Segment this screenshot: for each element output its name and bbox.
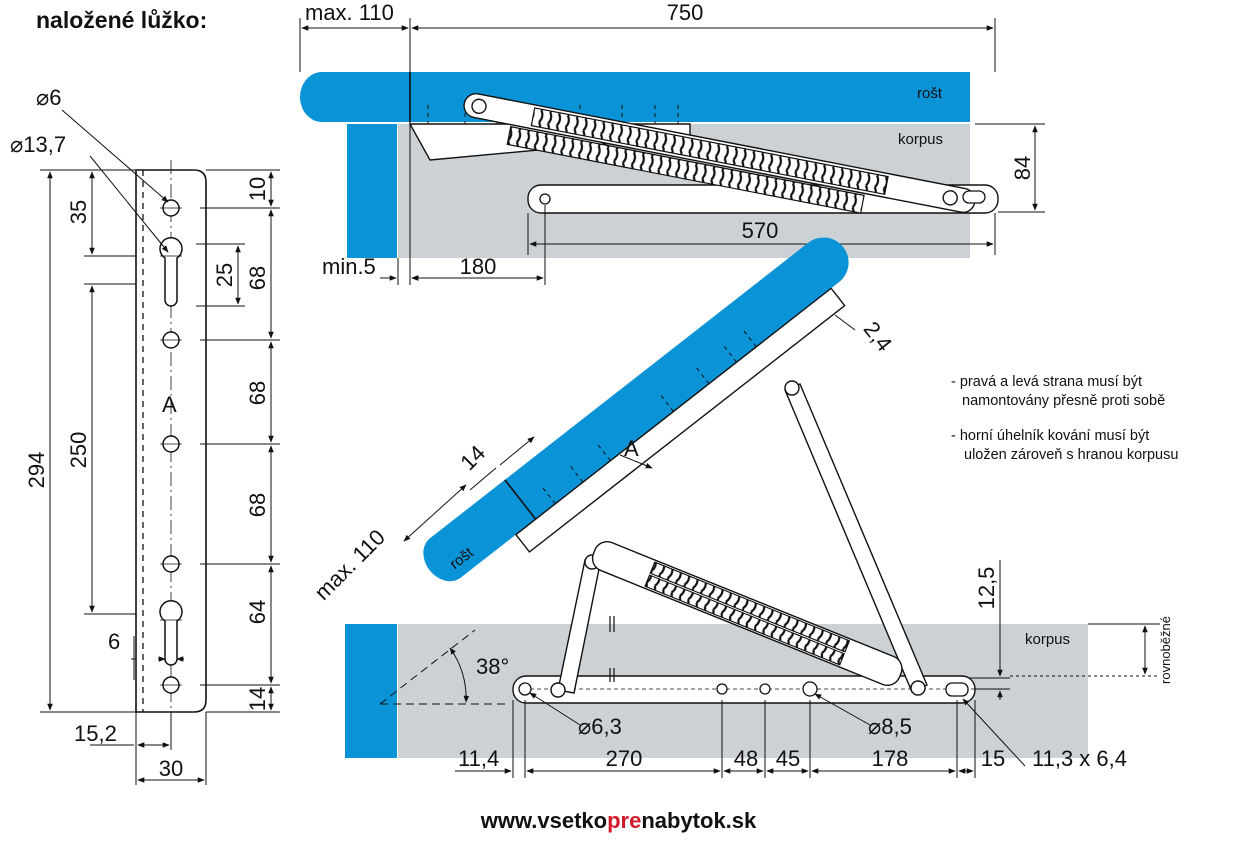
heading: naložené lůžko: [36, 7, 207, 33]
footer-url-highlight: pre [607, 808, 642, 833]
dim-hole-6-3: ⌀6,3 [578, 714, 622, 739]
dim-48: 48 [734, 746, 758, 771]
dim-14: 14 [245, 687, 270, 711]
open-position-drawing: korpus rošt [309, 237, 1173, 778]
dim-64: 64 [245, 600, 270, 624]
dim-15: 15 [981, 746, 1005, 771]
dim-270: 270 [606, 746, 643, 771]
dim-15-2: 15,2 [74, 721, 117, 746]
dim-max110-bottom: max. 110 [309, 524, 390, 605]
korpus-label-top: korpus [898, 131, 943, 148]
dim-68-b: 68 [245, 381, 270, 405]
dim-25: 25 [212, 263, 237, 287]
dim-2-4: 2,4 [859, 317, 898, 356]
dim-12-5: 12,5 [974, 567, 999, 610]
note-line-2: namontovány přesně proti sobě [962, 393, 1165, 409]
dim-68-c: 68 [245, 493, 270, 517]
korpus-side-bottom [345, 624, 397, 758]
korpus-label-bottom: korpus [1025, 631, 1070, 648]
dim-30: 30 [159, 756, 183, 781]
rost-top [300, 72, 970, 122]
rost-label-top: rošt [917, 85, 943, 102]
dim-84: 84 [1010, 156, 1035, 180]
rail-hole-4 [802, 681, 818, 697]
footer-url-start: www.vsetko [480, 808, 608, 833]
rost-bottom [423, 237, 849, 582]
dim-180: 180 [460, 254, 497, 279]
dim-750: 750 [667, 0, 704, 25]
dim-570: 570 [742, 218, 779, 243]
mounting-plate-drawing: A ⌀6 ⌀13,7 [10, 85, 280, 785]
rail-slot [945, 682, 969, 697]
dim-min5: min.5 [322, 254, 376, 279]
dim-hole-6: ⌀6 [36, 85, 61, 110]
dim-11-4: 11,4 [458, 746, 499, 771]
dim-10: 10 [245, 177, 270, 201]
dim-slot: 11,3 x 6,4 [1032, 746, 1127, 771]
dim-35: 35 [66, 200, 91, 224]
korpus-side-top [347, 124, 397, 258]
dim-45: 45 [776, 746, 800, 771]
rail-hole-1 [518, 682, 532, 696]
rail-hole-2 [716, 683, 728, 695]
dim-6: 6 [108, 629, 120, 654]
note-line-3: - horní úhelník kování musí být [951, 428, 1149, 444]
installation-notes: - pravá a levá strana musí být namontová… [951, 374, 1178, 463]
dim-68-a: 68 [245, 266, 270, 290]
plate-keyhole-lower [159, 600, 183, 666]
dim-hole-13-7: ⌀13,7 [10, 132, 66, 157]
plate-keyhole-upper [159, 237, 183, 307]
closed-position-drawing: rošt korpus [299, 0, 1045, 285]
plate-letter: A [162, 392, 177, 417]
rail-hole-3 [759, 683, 771, 695]
dim-angle-38: 38° [476, 654, 509, 679]
arrow-letter: A [624, 436, 639, 461]
note-line-1: - pravá a levá strana musí být [951, 374, 1142, 390]
dim-178: 178 [872, 746, 909, 771]
footer-url-end: nabytok.sk [641, 808, 757, 833]
dim-294: 294 [24, 452, 49, 489]
dim-14-bottom: 14 [455, 440, 490, 475]
rovnobezne-label: rovnoběžné [1158, 616, 1173, 684]
website-footer[interactable]: www.vsetkoprenabytok.sk [0, 808, 1237, 834]
note-line-4: uložen zároveň s hranou korpusu [964, 447, 1178, 463]
dim-250: 250 [66, 432, 91, 469]
dim-hole-8-5: ⌀8,5 [868, 714, 912, 739]
dim-max110-top: max. 110 [305, 0, 394, 25]
